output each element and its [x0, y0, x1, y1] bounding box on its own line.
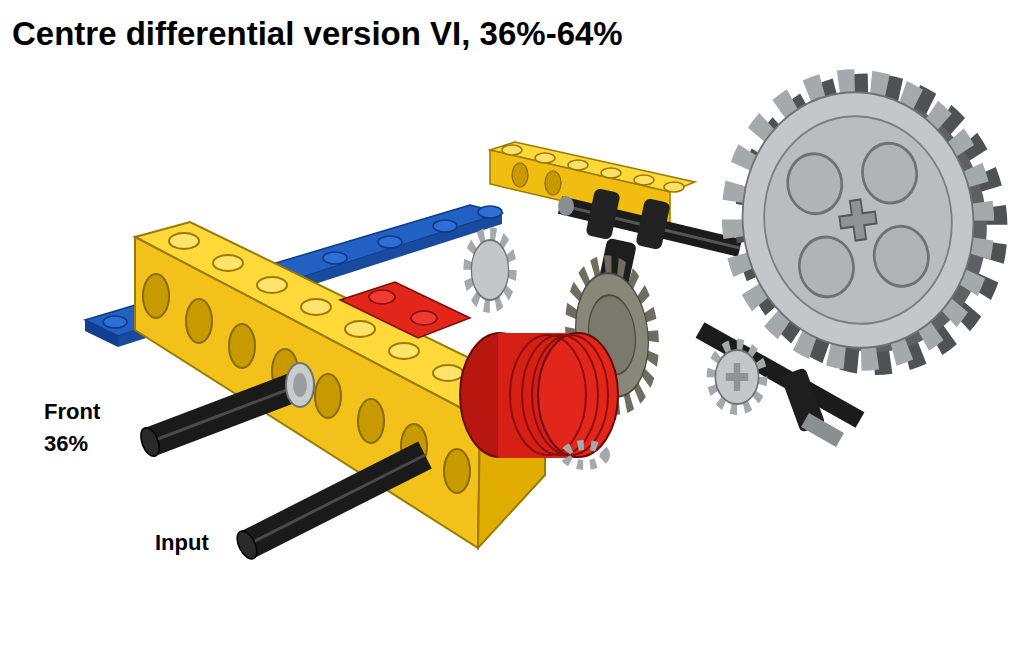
red-differential: [460, 333, 618, 465]
small-spur-gear: [711, 345, 762, 409]
front-beam: [135, 222, 545, 548]
title: Centre differential version VI, 36%-64%: [12, 14, 623, 54]
large-gear: [716, 64, 1014, 380]
shaft-label: Front 36%: [44, 396, 116, 460]
output-axle: [781, 367, 840, 440]
input-axle: [233, 455, 425, 562]
shaft-label: Input: [155, 530, 209, 556]
front-axle: [137, 363, 314, 459]
red-brick: [340, 282, 470, 338]
small-gear: [468, 234, 513, 306]
